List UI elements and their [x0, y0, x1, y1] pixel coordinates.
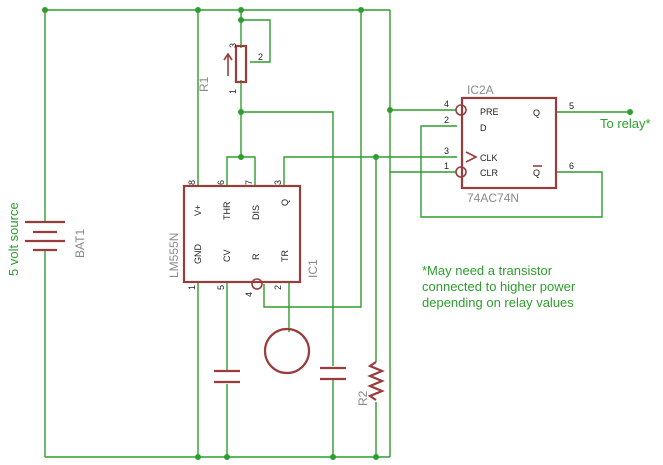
- ic1-body: [182, 184, 302, 284]
- junction-dot: [387, 107, 393, 113]
- pot-pin-3: 3: [228, 43, 238, 48]
- ic1-pin-2: 2: [273, 285, 283, 290]
- junction-dot: [224, 454, 230, 460]
- ic2-ref: IC2A: [467, 83, 494, 97]
- note-line-1: *May need a transistor: [422, 263, 553, 278]
- ic2-clock-marker: [465, 151, 478, 163]
- ic1-timer: 8 6 7 3 V+ THR DIS Q GND CV R TR 1 5 4 2…: [167, 180, 320, 297]
- ic2-part: 74AC74N: [467, 191, 519, 205]
- pot-pin-1: 1: [228, 89, 238, 94]
- junction-dot: [373, 154, 379, 160]
- speaker-symbol: [263, 327, 311, 375]
- junctions: [42, 7, 633, 460]
- ic1-label-vplus: V+: [193, 205, 203, 216]
- ic1-pin-4: 4: [244, 292, 254, 297]
- ic2-pin-6: 6: [569, 161, 574, 171]
- ic1-pin-3: 3: [273, 180, 283, 185]
- junction-dot: [373, 454, 379, 460]
- ic2-label-clr: CLR: [480, 168, 499, 178]
- ic1-label-thr: THR: [222, 201, 232, 220]
- pot-pin-2: 2: [258, 52, 263, 62]
- ic1-pin-5: 5: [216, 285, 226, 290]
- ic2-body: [460, 96, 558, 190]
- battery-ref: BAT1: [73, 229, 87, 258]
- wire-timing-node: [241, 111, 334, 366]
- capacitor-cv: [214, 369, 240, 384]
- ic2-clear-bubble: [455, 166, 467, 178]
- r2-ref: R2: [356, 390, 370, 406]
- junction-dot: [238, 17, 244, 23]
- ic2-label-qbar: Q: [533, 168, 540, 178]
- junction-dot: [330, 454, 336, 460]
- junction-dot: [238, 109, 244, 115]
- battery: BAT1: [25, 220, 87, 258]
- note: *May need a transistor connected to high…: [422, 263, 576, 310]
- ic1-pin-6: 6: [216, 180, 226, 185]
- ic1-pin-1: 1: [187, 285, 197, 290]
- wire-preset: [389, 10, 456, 111]
- wire-pot-wiper: [241, 19, 271, 63]
- ic1-pin-7: 7: [244, 180, 254, 185]
- junction-dot: [238, 7, 244, 13]
- ic1-label-gnd: GND: [193, 244, 203, 265]
- wire-d: [420, 125, 603, 218]
- note-line-3: depending on relay values: [422, 295, 574, 310]
- junction-dot: [195, 7, 201, 13]
- wires: [44, 9, 630, 458]
- ic1-ref: IC1: [306, 259, 320, 278]
- ic2-label-q: Q: [533, 108, 540, 118]
- ic1-label-tr: TR: [280, 250, 290, 262]
- ic2-preset-bubble: [455, 104, 467, 116]
- ic2-label-clk: CLK: [480, 153, 498, 163]
- junction-dot: [42, 7, 48, 13]
- wire-reset: [263, 10, 362, 308]
- wire-output: [283, 156, 457, 186]
- ic2-flipflop: 4 2 3 1 5 6 PRE D CLK CLR Q Q IC2A 74AC7…: [444, 83, 574, 205]
- ic2-pin-1: 1: [444, 161, 449, 171]
- r1-ref: R1: [197, 76, 211, 92]
- ic2-pin-3: 3: [444, 146, 449, 156]
- ic1-reset-bubble: [251, 278, 263, 290]
- resistor-zigzag: [367, 361, 385, 401]
- junction-dot: [627, 109, 633, 115]
- source-label: 5 volt source: [6, 202, 21, 276]
- ic2-label-d: D: [480, 123, 487, 133]
- ic2-pin-5: 5: [569, 101, 574, 111]
- potentiometer-body: [234, 44, 248, 84]
- potentiometer-r1: 3 2 1 R1: [197, 43, 263, 94]
- ic2-label-pre: PRE: [480, 107, 499, 117]
- potentiometer-arrowhead: [223, 52, 233, 61]
- junction-dot: [238, 154, 244, 160]
- ic1-part: LM555N: [167, 233, 181, 278]
- relay-label: To relay*: [600, 116, 651, 131]
- resistor-r2: R2: [356, 361, 385, 406]
- junction-dot: [195, 454, 201, 460]
- ic2-pin-2: 2: [444, 115, 449, 125]
- ic2-pin-4: 4: [444, 99, 449, 109]
- note-line-2: connected to higher power: [422, 279, 576, 294]
- ic1-pin-8: 8: [187, 180, 197, 185]
- ic1-label-cv: CV: [222, 249, 232, 262]
- junction-dot: [358, 7, 364, 13]
- ic1-label-r: R: [251, 253, 261, 260]
- ic1-label-dis: DIS: [251, 205, 261, 220]
- capacitor-timing: [320, 366, 346, 381]
- ic1-label-q: Q: [280, 199, 290, 206]
